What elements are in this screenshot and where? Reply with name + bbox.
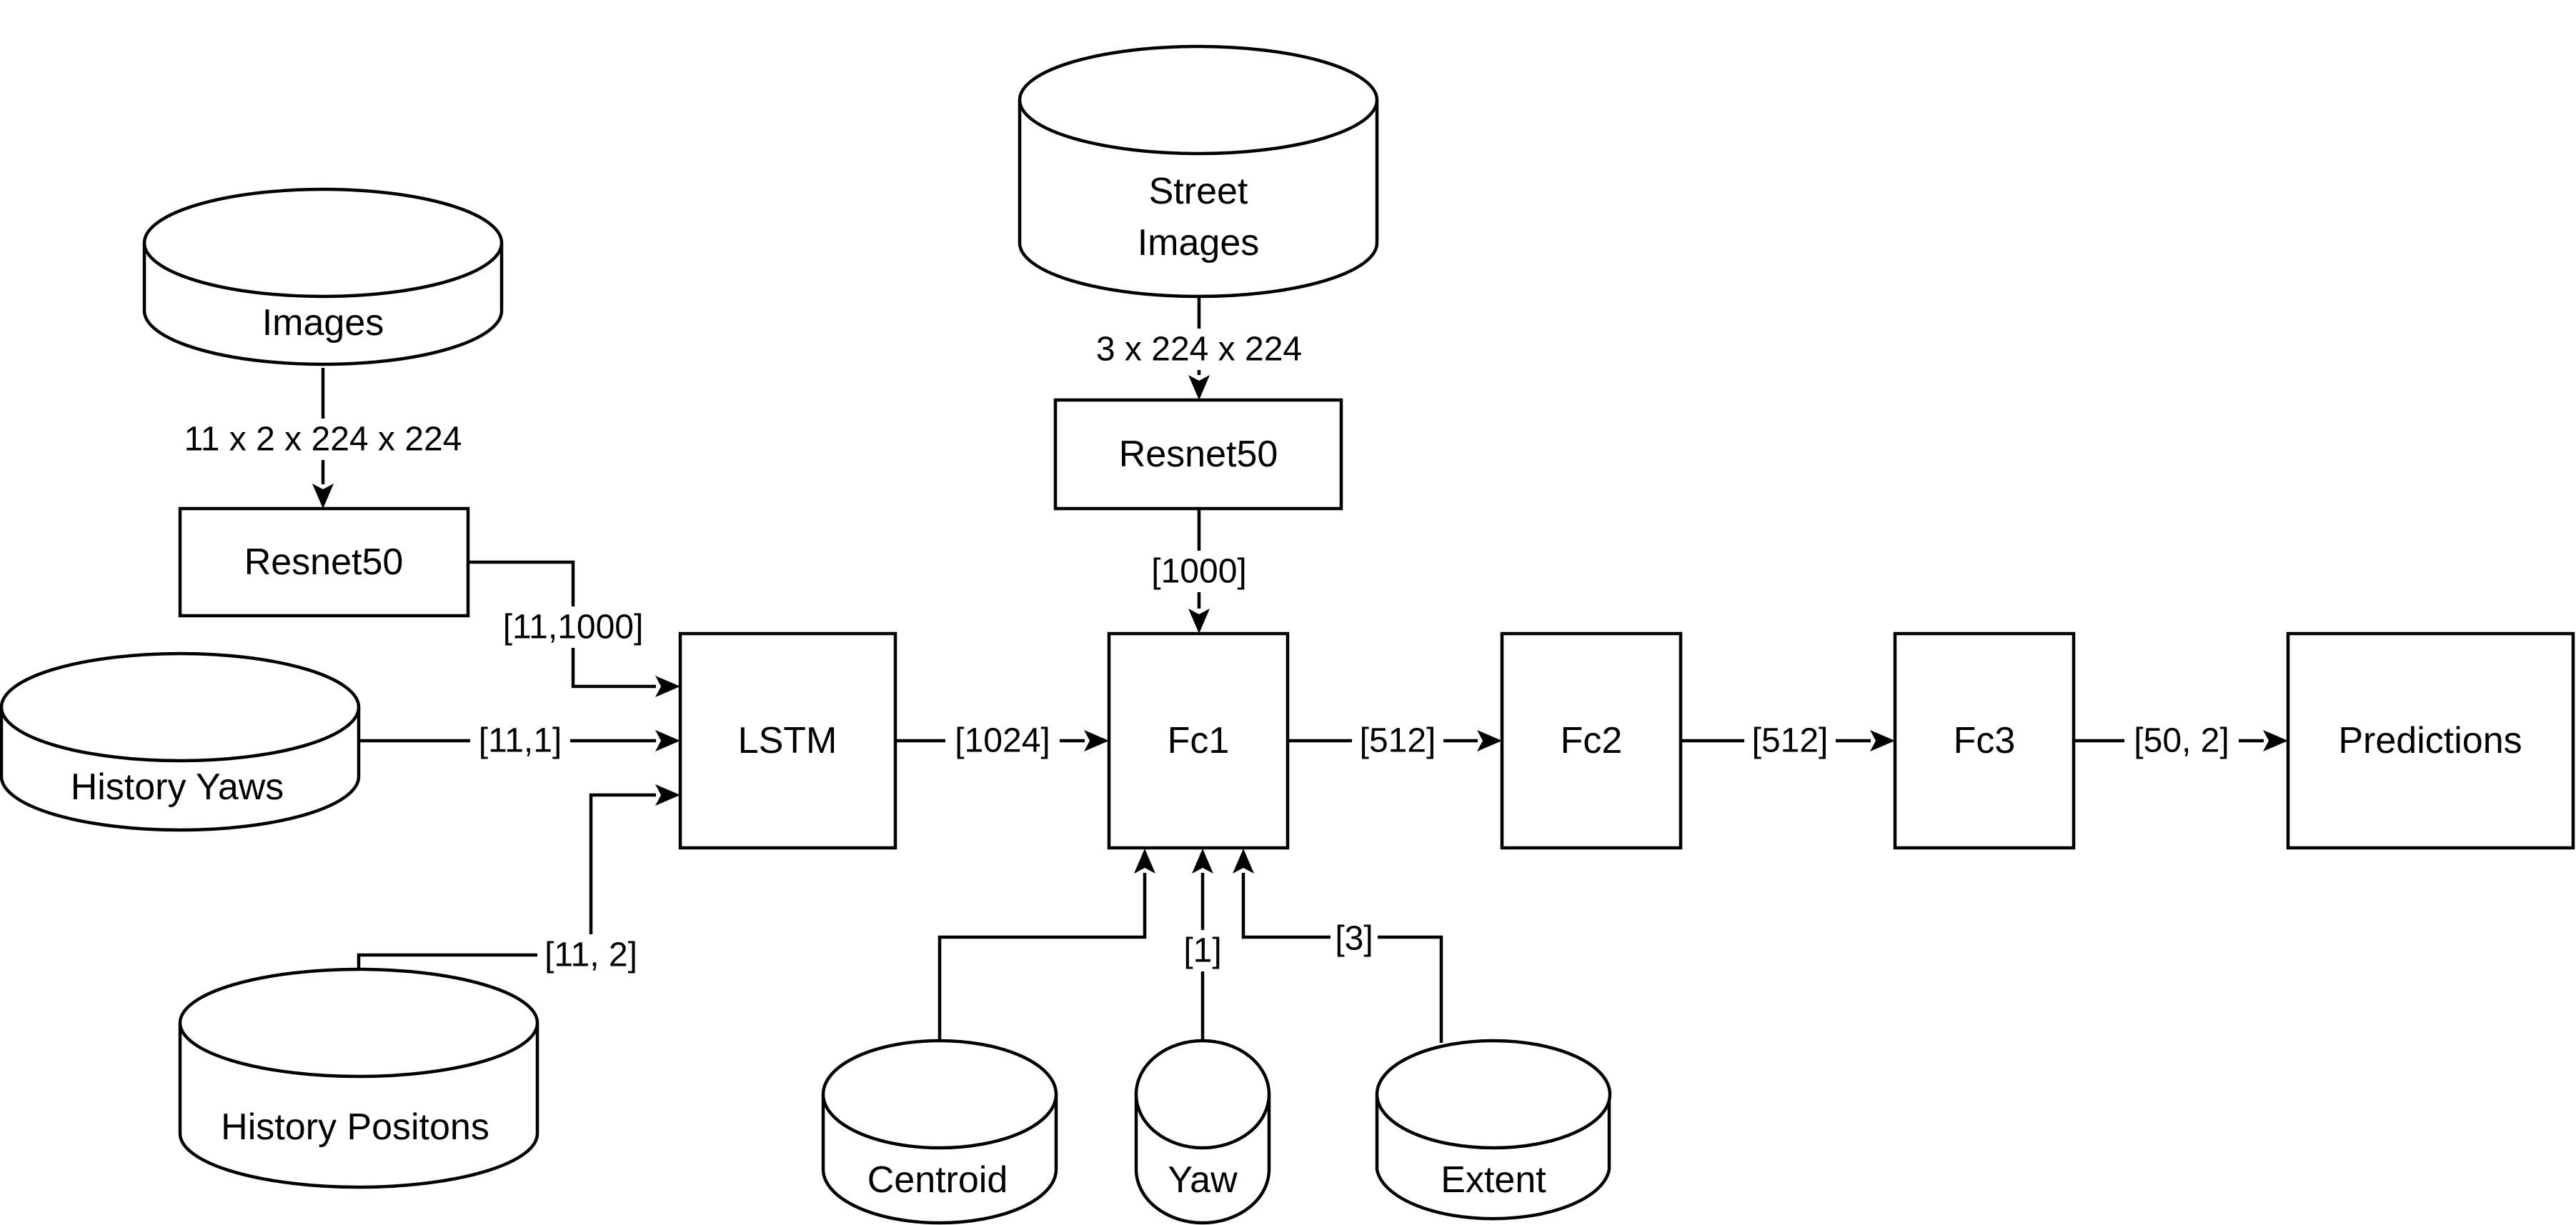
resnet50-left-label: Resnet50 — [244, 541, 404, 583]
extent-cylinder: Extent — [1375, 1039, 1612, 1221]
extent-label: Extent — [1441, 1159, 1546, 1201]
fc1-block: Fc1 — [1107, 631, 1290, 850]
arrowhead — [655, 730, 680, 751]
history-yaws-label: History Yaws — [71, 766, 284, 808]
street-images-label-line2: Images — [1138, 222, 1260, 264]
edge-centroid-to-fc1 — [938, 873, 1147, 1041]
yaw-cylinder: Yaw — [1134, 1039, 1271, 1225]
arrowhead — [1477, 730, 1502, 751]
lstm-label: LSTM — [738, 720, 837, 761]
edge-label-fc2: [512] — [1752, 722, 1829, 760]
fc2-label: Fc2 — [1561, 720, 1623, 761]
history-positions-cylinder: History Positons — [178, 967, 539, 1189]
resnet50-top-block: Resnet50 — [1053, 398, 1343, 511]
arrowhead — [1188, 609, 1210, 634]
centroid-cylinder: Centroid — [821, 1039, 1058, 1225]
fc3-label: Fc3 — [1954, 720, 2016, 761]
predictions-block: Predictions — [2286, 631, 2575, 850]
edge-label-positions: [11, 2] — [544, 936, 637, 974]
edge-labels: 11 x 2 x 224 x 224 3 x 224 x 224 [11,100… — [159, 329, 2239, 976]
edge-label-fc3: [50, 2] — [2134, 722, 2229, 760]
yaw-label: Yaw — [1168, 1159, 1238, 1201]
arrowhead — [1870, 730, 1895, 751]
edge-label-lstm: [1024] — [955, 722, 1050, 760]
arrowhead — [2263, 730, 2288, 751]
lstm-block: LSTM — [678, 631, 897, 850]
fc1-label: Fc1 — [1168, 720, 1230, 761]
arrowhead — [1134, 849, 1155, 874]
edge-label-resnet-left: [11,1000] — [503, 609, 644, 646]
edge-label-fc1: [512] — [1360, 722, 1436, 760]
street-images-cylinder: Street Images — [1018, 44, 1379, 299]
edge-label-extent: [3] — [1335, 920, 1373, 958]
edge-label-street: 3 x 224 x 224 — [1096, 331, 1302, 369]
arrowhead — [312, 484, 334, 509]
edge-label-resnet-top: [1000] — [1151, 553, 1246, 591]
edge-label-images: 11 x 2 x 224 x 224 — [184, 421, 462, 459]
history-positions-label: History Positons — [221, 1106, 489, 1148]
edge-label-yaw: [1] — [1183, 932, 1221, 970]
street-images-label-line1: Street — [1149, 171, 1248, 212]
images-label: Images — [262, 302, 384, 344]
history-yaws-cylinder: History Yaws — [0, 651, 361, 832]
centroid-label: Centroid — [867, 1159, 1008, 1201]
process-blocks: Resnet50 Resnet50 LSTM Fc1 Fc2 Fc3 Predi… — [178, 398, 2575, 850]
images-cylinder: Images — [142, 187, 504, 366]
data-sources: Images Street Images History Yaws Histor… — [0, 44, 1612, 1225]
resnet50-top-label: Resnet50 — [1119, 434, 1278, 475]
arrowhead — [1084, 730, 1109, 751]
arrowhead — [655, 676, 680, 697]
resnet50-left-block: Resnet50 — [178, 506, 470, 618]
predictions-label: Predictions — [2338, 720, 2522, 761]
arrowhead — [655, 784, 680, 806]
edge-label-yaws: [11,1] — [479, 722, 562, 760]
arrowhead — [1233, 849, 1254, 874]
arrowhead — [1188, 375, 1210, 400]
fc3-block: Fc3 — [1893, 631, 2076, 850]
arrowhead — [1192, 849, 1213, 874]
fc2-block: Fc2 — [1500, 631, 1683, 850]
